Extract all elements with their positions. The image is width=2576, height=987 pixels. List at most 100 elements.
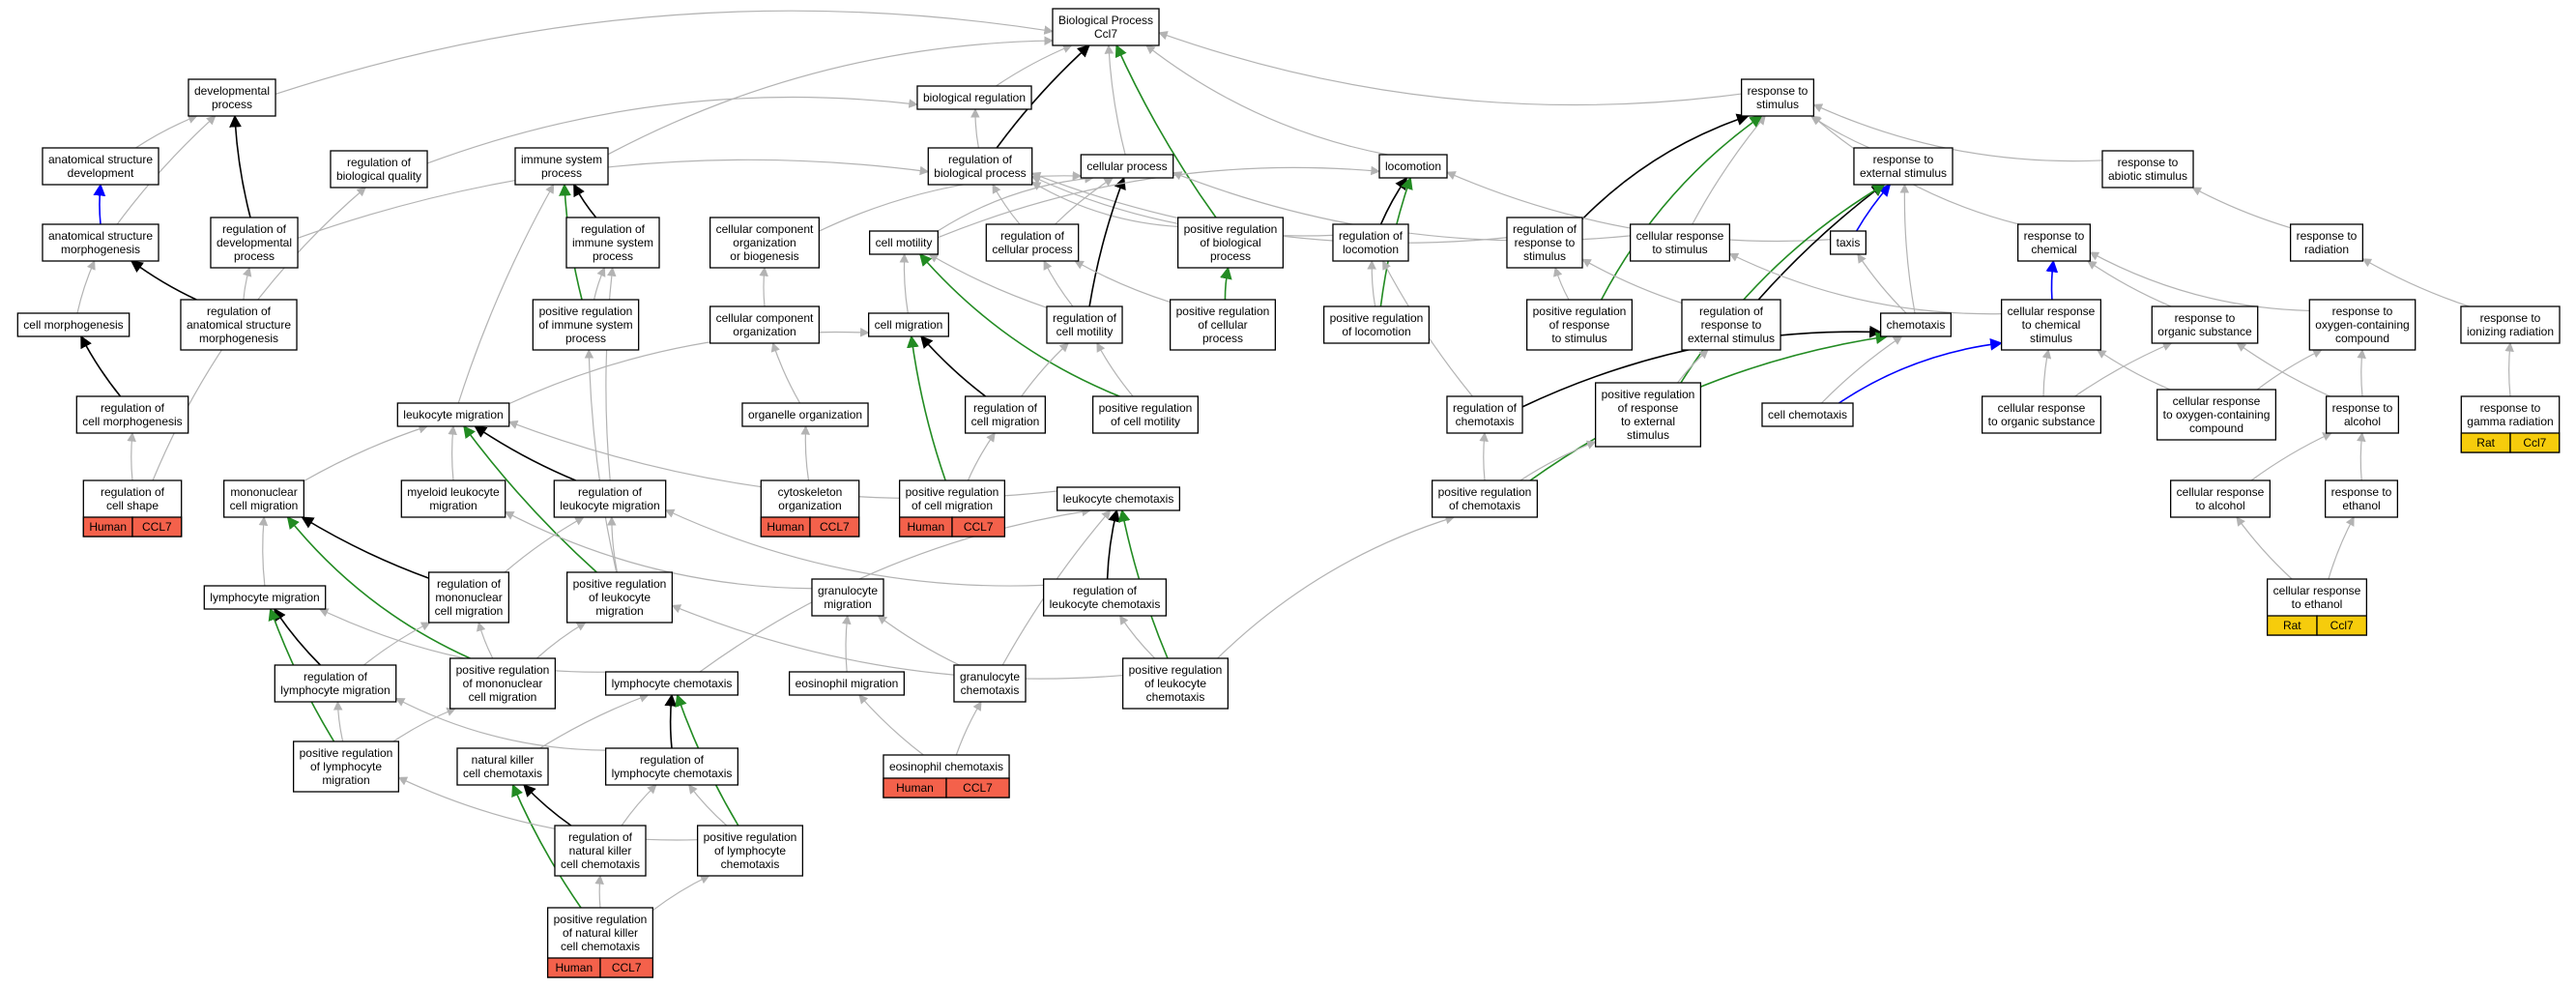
- edge-gray: [877, 615, 960, 666]
- edge-gray: [504, 510, 812, 590]
- node-label-line: developmental: [194, 84, 270, 98]
- node-label-line: alcohol: [2344, 415, 2381, 428]
- edge-gray: [2041, 349, 2052, 397]
- go-term-node-oorg[interactable]: organelle organization: [741, 402, 869, 427]
- go-term-node-cp[interactable]: cellular process: [1080, 154, 1174, 179]
- go-term-node-cmig[interactable]: cell migration: [867, 312, 950, 337]
- edge-gray: [394, 697, 606, 751]
- go-term-node-lchemo[interactable]: leukocyte chemotaxis: [1056, 486, 1181, 511]
- node-label-line: stimulus: [1627, 428, 1669, 442]
- go-term-node-loc[interactable]: locomotion: [1378, 154, 1448, 179]
- node-label-line: cell migration: [435, 604, 504, 618]
- go-term-node-chemotaxis[interactable]: chemotaxis: [1879, 312, 1953, 337]
- go-term-node-lychemo[interactable]: lymphocyte chemotaxis: [604, 671, 739, 696]
- go-term-node-cmot[interactable]: cell motility: [869, 230, 939, 255]
- gene-label: CCL7: [142, 520, 172, 534]
- node-label-line: to stimulus: [1652, 243, 1707, 256]
- go-term-node-cchemo[interactable]: cell chemotaxis: [1761, 402, 1854, 427]
- edge-gray: [607, 516, 619, 573]
- go-term-node-breg[interactable]: biological regulation: [916, 85, 1032, 110]
- go-term-node-emig[interactable]: eosinophil migration: [788, 671, 906, 696]
- node-label-line: migration: [824, 597, 871, 611]
- go-term-node-lmig[interactable]: leukocyte migration: [396, 402, 510, 427]
- node-label-line: stimulus: [2030, 332, 2072, 345]
- node-box: [1052, 8, 1160, 46]
- go-term-node-taxis[interactable]: taxis: [1830, 230, 1867, 255]
- edge-gray: [671, 604, 1123, 680]
- edge-gray: [535, 622, 587, 659]
- node-box: [2016, 223, 2092, 262]
- node-label-line: migration: [322, 773, 369, 787]
- go-term-node-lymig[interactable]: lymphocyte migration: [203, 585, 327, 610]
- go-term-node-cmorph[interactable]: cell morphogenesis: [16, 312, 130, 337]
- node-label-line: response to: [2118, 156, 2179, 169]
